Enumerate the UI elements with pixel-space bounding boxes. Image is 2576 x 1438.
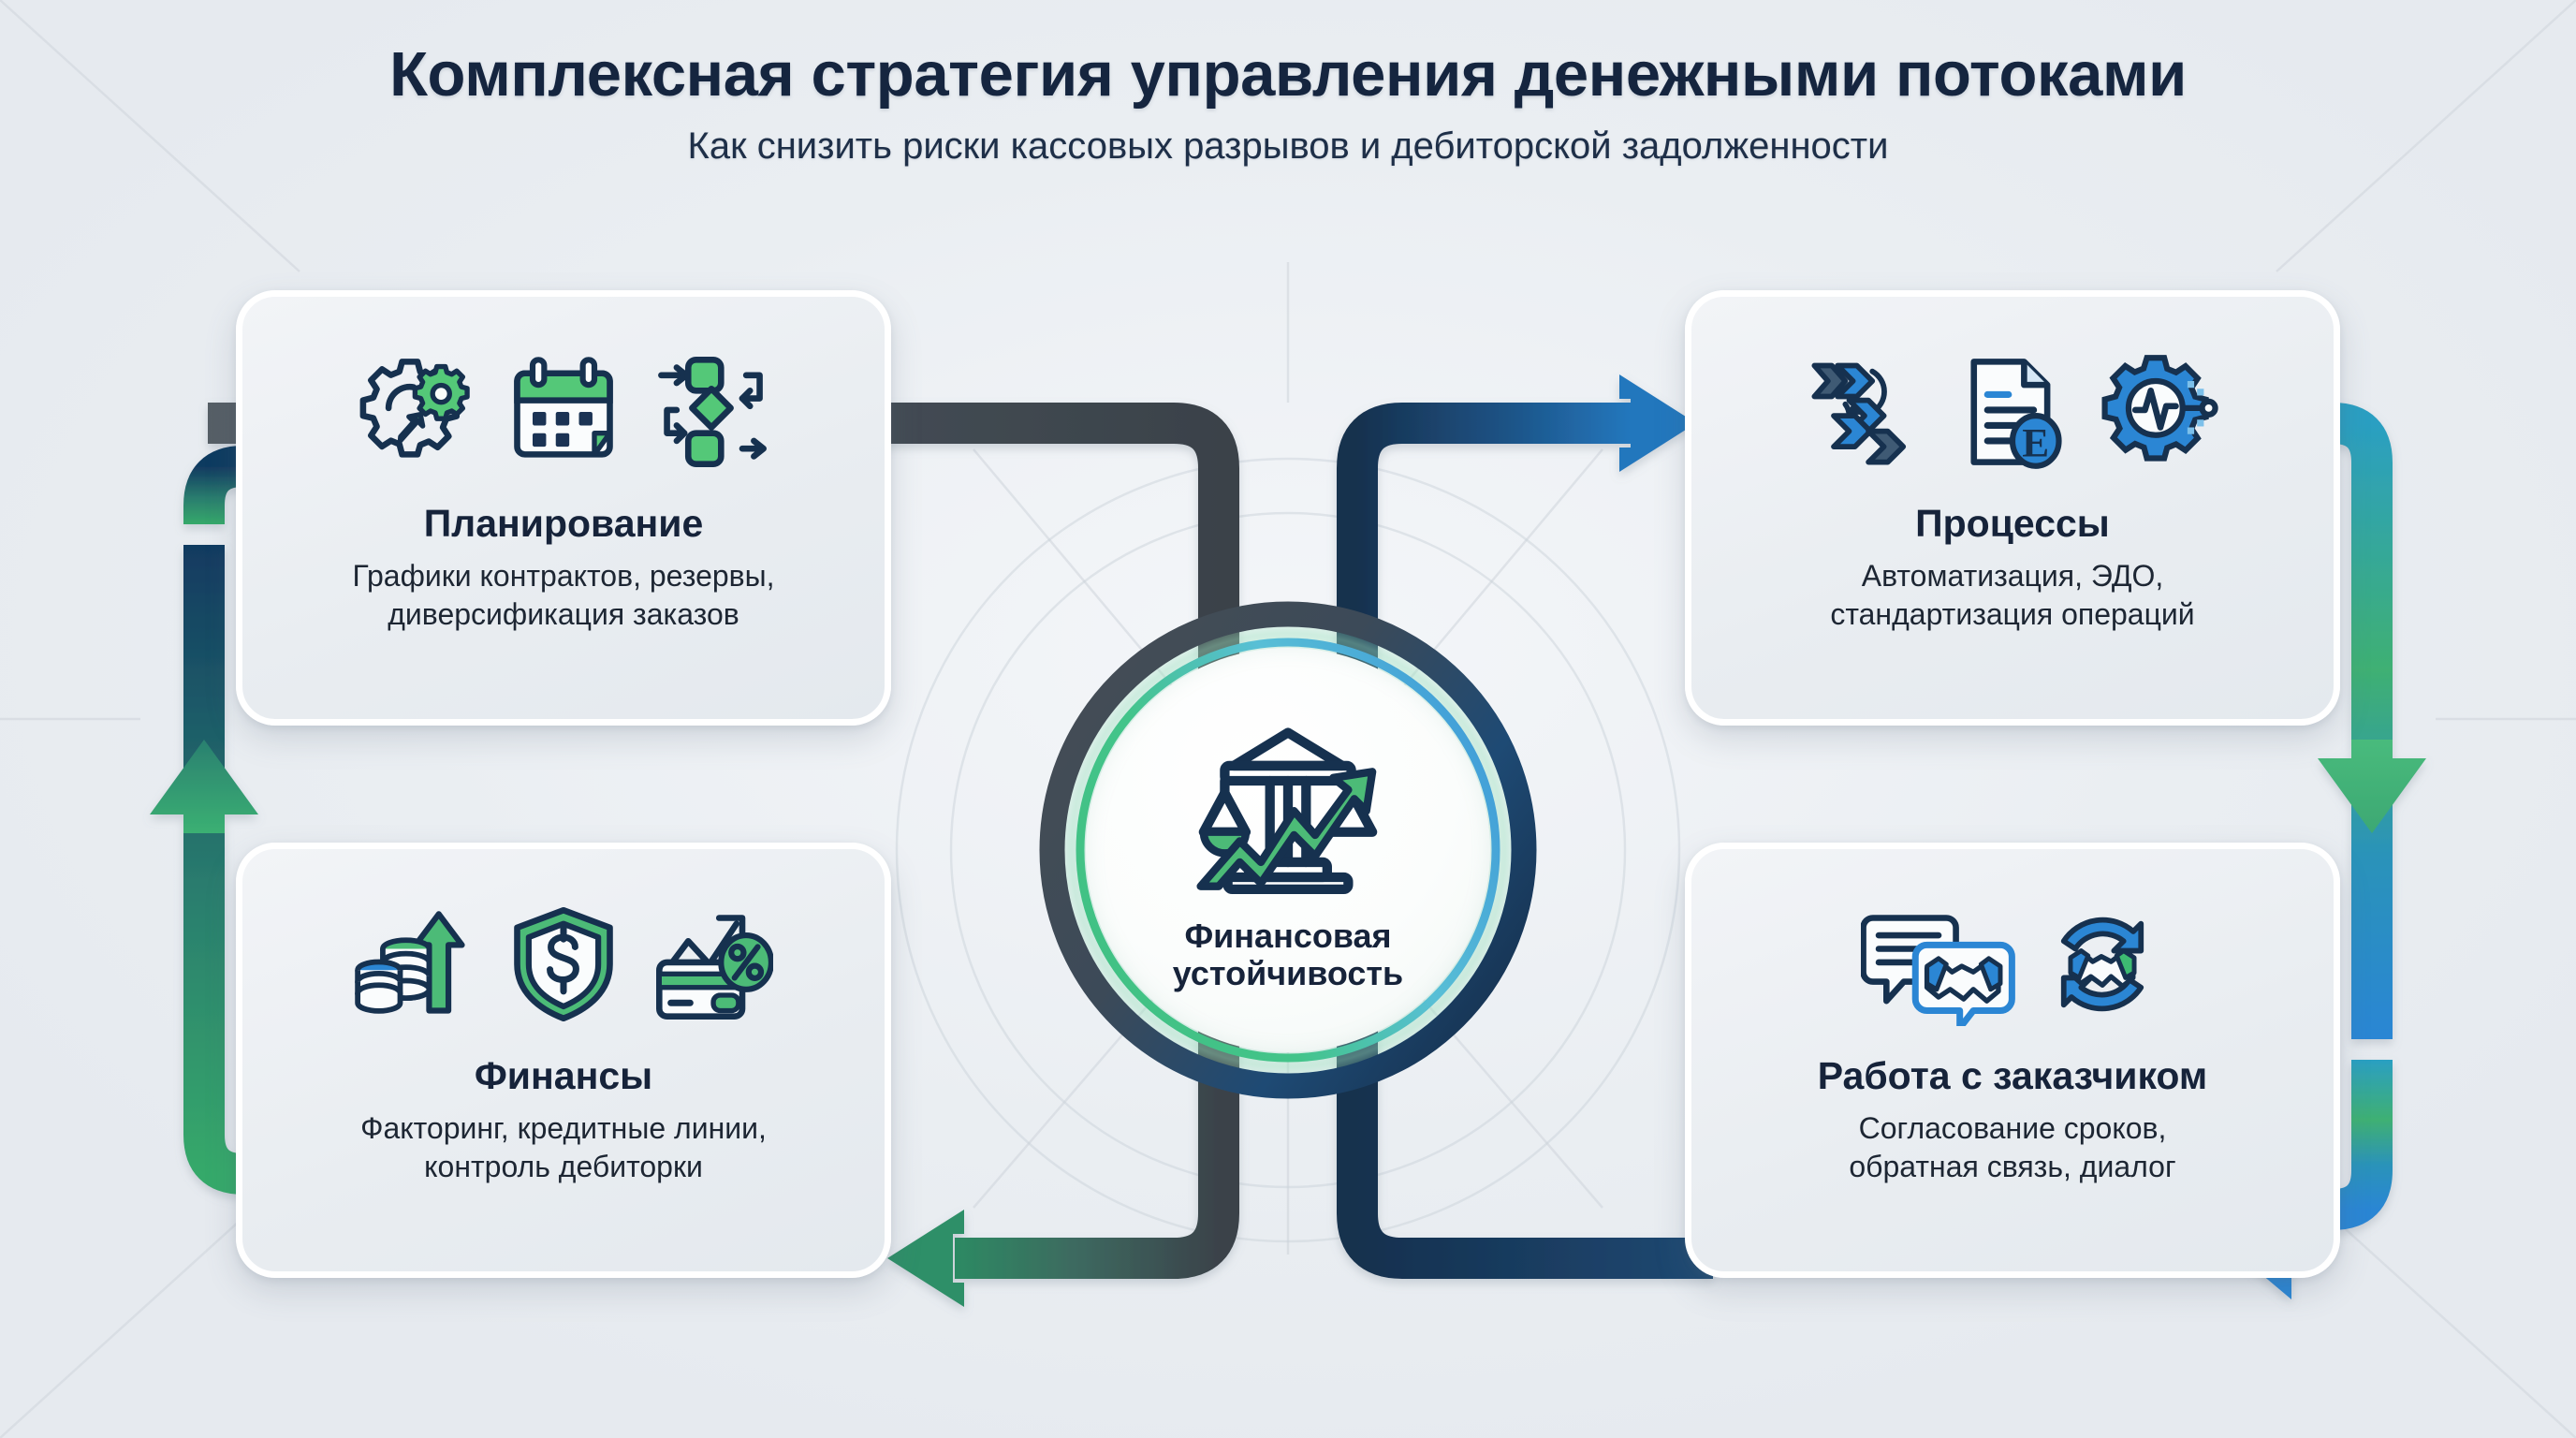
- card-processes-description: Автоматизация, ЭДО, стандартизация опера…: [1804, 557, 2220, 634]
- card-customer-desc-line1: Согласование сроков,: [1858, 1111, 2167, 1146]
- hub-label-line1: Финансовая: [1184, 916, 1392, 955]
- card-finance-desc-line1: Факторинг, кредитные линии,: [360, 1111, 767, 1146]
- card-processes-title: Процессы: [1915, 502, 2110, 545]
- card-customer-title: Работа с заказчиком: [1817, 1054, 2208, 1097]
- card-finance-desc-line2: контроль дебиторки: [424, 1150, 703, 1184]
- flowchart-icon: [658, 357, 767, 467]
- card-planning-desc-line1: Графики контрактов, резервы,: [352, 559, 775, 594]
- calendar-icon: [514, 357, 613, 458]
- chevron-flow-icon: [1811, 362, 1907, 465]
- header: Комплексная стратегия управления денежны…: [0, 39, 2576, 168]
- card-planning-title: Планирование: [423, 502, 704, 545]
- page-subtitle: Как снизить риски кассовых разрывов и де…: [687, 125, 1889, 168]
- card-planning-description: Графики контрактов, резервы, диверсифика…: [326, 557, 800, 634]
- credit-card-percent-icon: [656, 915, 773, 1020]
- card-finance-title: Финансы: [474, 1054, 653, 1097]
- card-customer[interactable]: Работа с заказчиком Согласование сроков,…: [1685, 843, 2340, 1278]
- card-customer-description: Согласование сроков, обратная связь, диа…: [1822, 1109, 2202, 1186]
- card-finance[interactable]: Финансы Факторинг, кредитные линии, конт…: [236, 843, 891, 1278]
- gear-pulse-icon: [2101, 355, 2218, 462]
- shield-dollar-icon: [514, 906, 613, 1022]
- coins-growth-arrow-icon: [355, 911, 465, 1014]
- card-processes[interactable]: E Процессы Автоматизация, ЭДО, стандарти…: [1685, 290, 2340, 726]
- page-title: Комплексная стратегия управления денежны…: [389, 39, 2187, 110]
- document-e-signature-icon: E: [1970, 359, 2062, 469]
- hub-inner-circle: Финансовая устойчивость: [1086, 648, 1490, 1052]
- gear-wrench-icon: [359, 359, 470, 458]
- chat-bubble-icon: [1861, 915, 2015, 1026]
- card-processes-desc-line1: Автоматизация, ЭДО,: [1861, 559, 2164, 594]
- card-processes-desc-line2: стандартизация операций: [1830, 597, 2195, 632]
- card-finance-description: Факторинг, кредитные линии, контроль деб…: [334, 1109, 793, 1186]
- card-planning[interactable]: Планирование Графики контрактов, резервы…: [236, 290, 891, 726]
- handshake-bubble-icon: [1911, 941, 2015, 1026]
- center-hub[interactable]: Финансовая устойчивость: [1037, 599, 1539, 1101]
- hub-label: Финансовая устойчивость: [1173, 917, 1403, 993]
- hub-label-line2: устойчивость: [1172, 954, 1404, 992]
- card-planning-icons: [354, 342, 773, 482]
- card-planning-desc-line2: диверсификация заказов: [388, 597, 739, 632]
- handshake-cycle-icon: [2060, 917, 2144, 1012]
- svg-text:E: E: [2022, 420, 2049, 465]
- card-customer-icons: [1861, 894, 2164, 1034]
- card-customer-desc-line2: обратная связь, диалог: [1849, 1150, 2176, 1184]
- card-processes-icons: E: [1803, 342, 2222, 482]
- card-finance-icons: [354, 894, 773, 1034]
- bank-scales-growth-arrow-icon: [1196, 727, 1378, 894]
